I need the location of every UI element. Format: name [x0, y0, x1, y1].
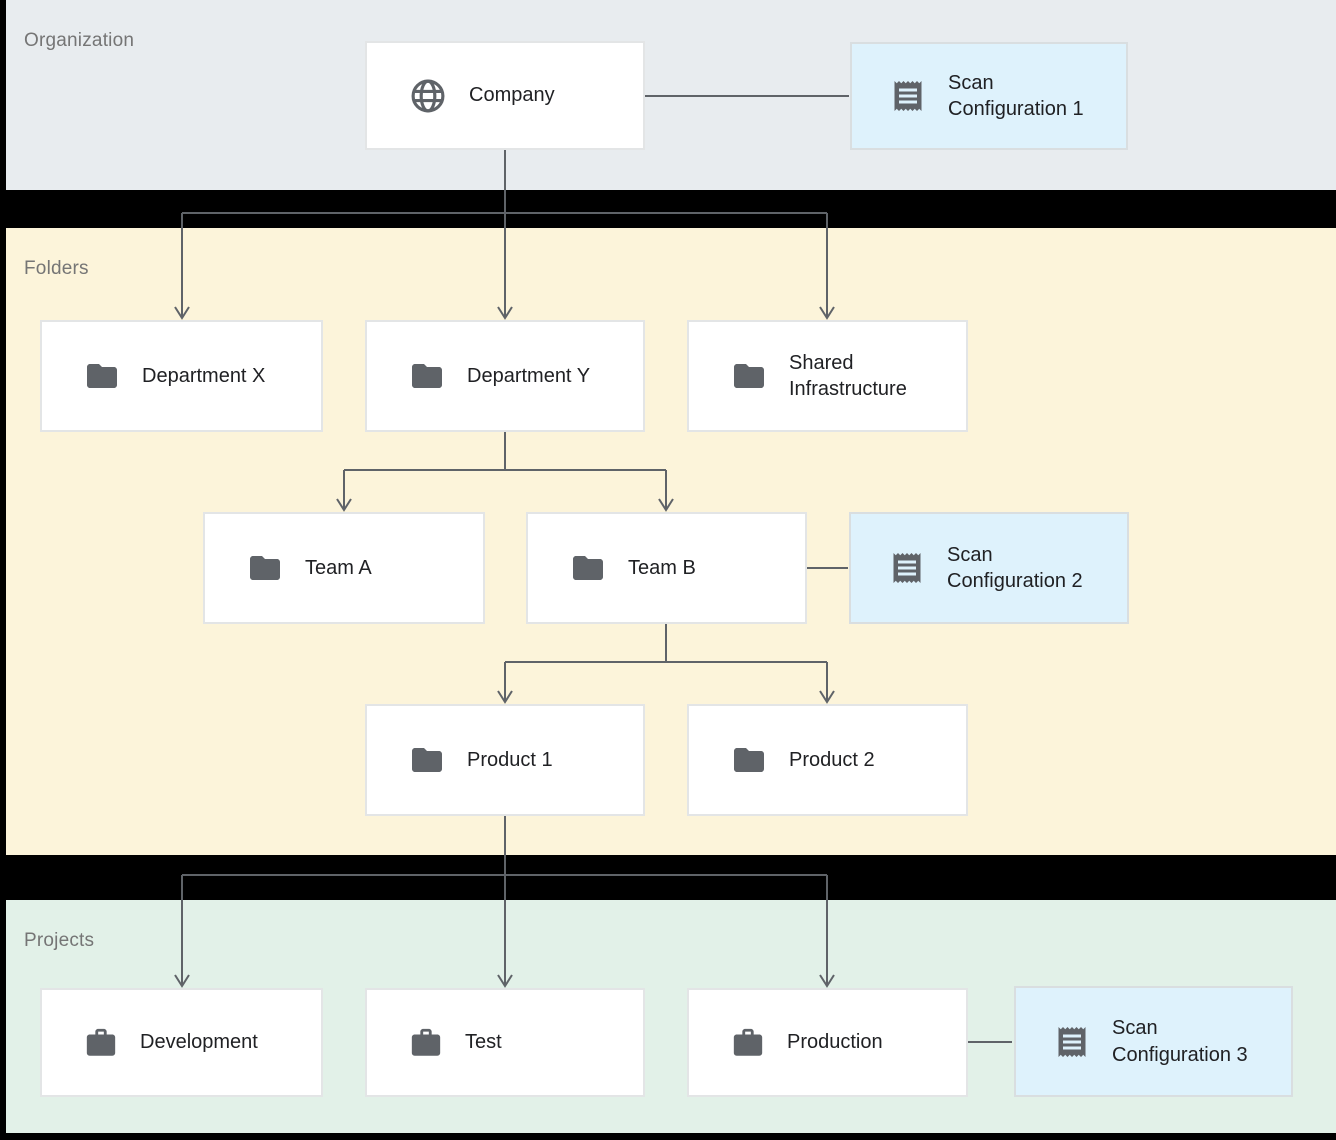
folder-icon [731, 358, 767, 394]
node-label: Department X [142, 364, 266, 387]
node-label: Scan Configuration 1 [948, 71, 1084, 120]
organization-band-label: Organization [24, 30, 135, 51]
node-scan-configuration-3: Scan Configuration 3 [1014, 986, 1293, 1097]
node-label: Scan Configuration 2 [947, 543, 1083, 592]
folder-icon [247, 550, 283, 586]
node-development: Development [40, 988, 323, 1097]
folder-icon [409, 358, 445, 394]
node-production: Production [687, 988, 968, 1097]
receipt-icon [889, 550, 925, 586]
briefcase-icon [731, 1026, 765, 1060]
node-team-a: Team A [203, 512, 485, 624]
node-team-b: Team B [526, 512, 807, 624]
node-label: Team A [305, 556, 372, 579]
node-department-y: Department Y [365, 320, 645, 432]
briefcase-icon [409, 1026, 443, 1060]
node-test: Test [365, 988, 645, 1097]
globe-icon [409, 77, 447, 115]
node-label: Test [465, 1031, 502, 1054]
node-product-1: Product 1 [365, 704, 645, 816]
node-label: Company [469, 84, 555, 107]
node-company: Company [365, 41, 645, 150]
node-product-2: Product 2 [687, 704, 968, 816]
node-scan-configuration-2: Scan Configuration 2 [849, 512, 1129, 624]
receipt-icon [890, 78, 926, 114]
receipt-icon [1054, 1024, 1090, 1060]
node-label: Scan Configuration 3 [1112, 1017, 1248, 1066]
node-label: Shared Infrastructure [789, 351, 907, 400]
node-label: Department Y [467, 364, 591, 387]
node-label: Product 1 [467, 748, 553, 771]
node-label: Development [140, 1031, 258, 1054]
folder-icon [570, 550, 606, 586]
projects-band-label: Projects [24, 930, 95, 951]
folders-band-label: Folders [24, 258, 89, 279]
folder-icon [731, 742, 767, 778]
node-department-x: Department X [40, 320, 323, 432]
node-label: Team B [628, 556, 696, 579]
node-shared-infrastructure: Shared Infrastructure [687, 320, 968, 432]
folder-icon [84, 358, 120, 394]
folder-icon [409, 742, 445, 778]
briefcase-icon [84, 1026, 118, 1060]
organization-band: Organization [6, 0, 1336, 190]
node-scan-configuration-1: Scan Configuration 1 [850, 42, 1128, 150]
node-label: Production [787, 1031, 883, 1054]
node-label: Product 2 [789, 748, 875, 771]
